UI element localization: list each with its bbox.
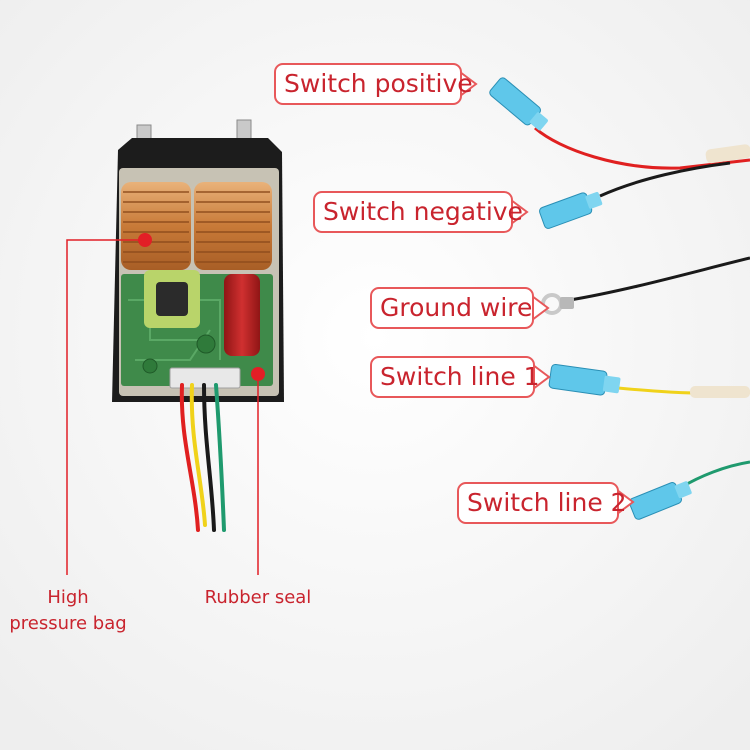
blue-terminal [628, 481, 692, 520]
coil-left [121, 182, 191, 270]
coil-right [194, 182, 272, 270]
blue-terminal [489, 77, 548, 131]
callout-switch-negative: Switch negative [313, 191, 523, 233]
blue-terminal [539, 191, 603, 229]
label-high-pressure-bag-line1: High [47, 587, 89, 608]
callout-switch-line-2: Switch line 2 [457, 482, 627, 524]
label-high-pressure-bag-line2: pressure bag [9, 613, 127, 634]
label-rubber-seal: Rubber seal [204, 587, 312, 608]
wire-switch-line-2 [628, 460, 750, 520]
wire-ground [541, 256, 750, 315]
igniter-module [112, 119, 284, 532]
small-capacitor [142, 358, 158, 374]
leader-high-pressure-bag [66, 233, 152, 575]
wire-switch-line-1 [548, 363, 750, 398]
wire-switch-positive [489, 77, 750, 170]
blue-terminal [548, 363, 621, 396]
callout-switch-line-1: Switch line 1 [370, 356, 540, 398]
leader-rubber-seal [251, 367, 265, 575]
label-high-pressure-bag: High pressure bag [8, 585, 128, 637]
transformer [144, 270, 200, 328]
wire-switch-negative [539, 161, 731, 229]
callout-switch-positive: Switch positive [274, 63, 473, 105]
module-wires [179, 383, 226, 532]
capacitor [224, 274, 260, 356]
small-capacitor [196, 334, 216, 354]
callout-ground-wire: Ground wire [370, 287, 534, 329]
